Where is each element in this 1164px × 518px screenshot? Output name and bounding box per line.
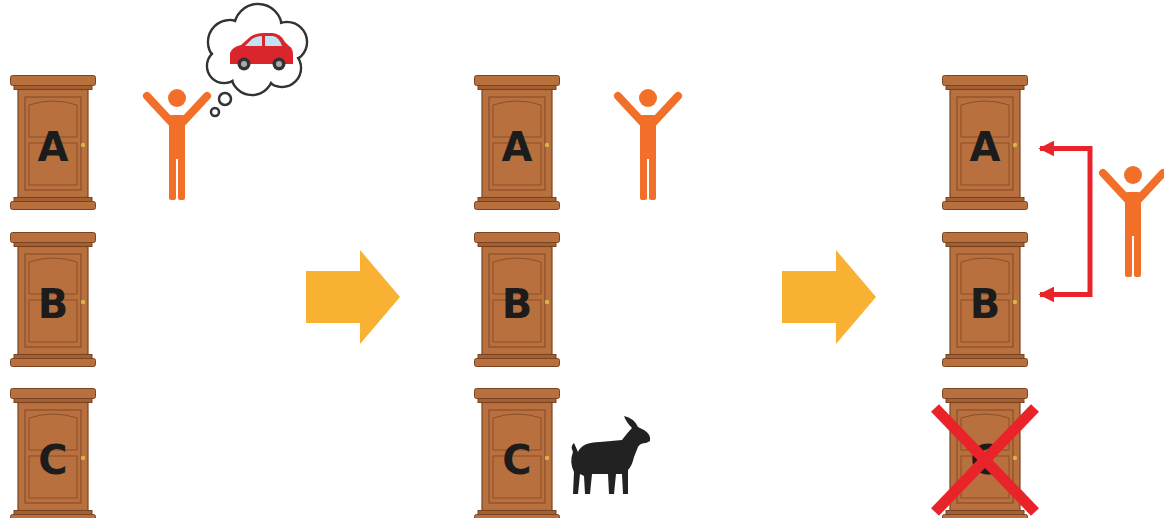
- door: C: [942, 388, 1028, 518]
- door: B: [942, 232, 1028, 367]
- step-arrow: [306, 250, 400, 344]
- door-label: A: [474, 123, 560, 171]
- door-label: C: [942, 436, 1028, 484]
- car-icon: [230, 33, 293, 71]
- door: C: [474, 388, 560, 518]
- door: B: [474, 232, 560, 367]
- door: C: [10, 388, 96, 518]
- door-label: C: [474, 436, 560, 484]
- door: A: [942, 75, 1028, 210]
- door-label: B: [10, 280, 96, 328]
- door: A: [474, 75, 560, 210]
- door: B: [10, 232, 96, 367]
- door-label: B: [942, 280, 1028, 328]
- door-label: A: [10, 123, 96, 171]
- step-arrow: [782, 250, 876, 344]
- door-label: B: [474, 280, 560, 328]
- door-label: A: [942, 123, 1028, 171]
- contestant-figure: [147, 89, 207, 200]
- thought-cloud: [207, 4, 307, 116]
- choice-bracket-arrow: [1040, 149, 1090, 295]
- door: A: [10, 75, 96, 210]
- eliminated-cross: [935, 408, 1035, 512]
- contestant-figure: [1103, 166, 1163, 277]
- contestant-figure: [618, 89, 678, 200]
- door-label: C: [10, 436, 96, 484]
- goat-silhouette: [571, 416, 650, 494]
